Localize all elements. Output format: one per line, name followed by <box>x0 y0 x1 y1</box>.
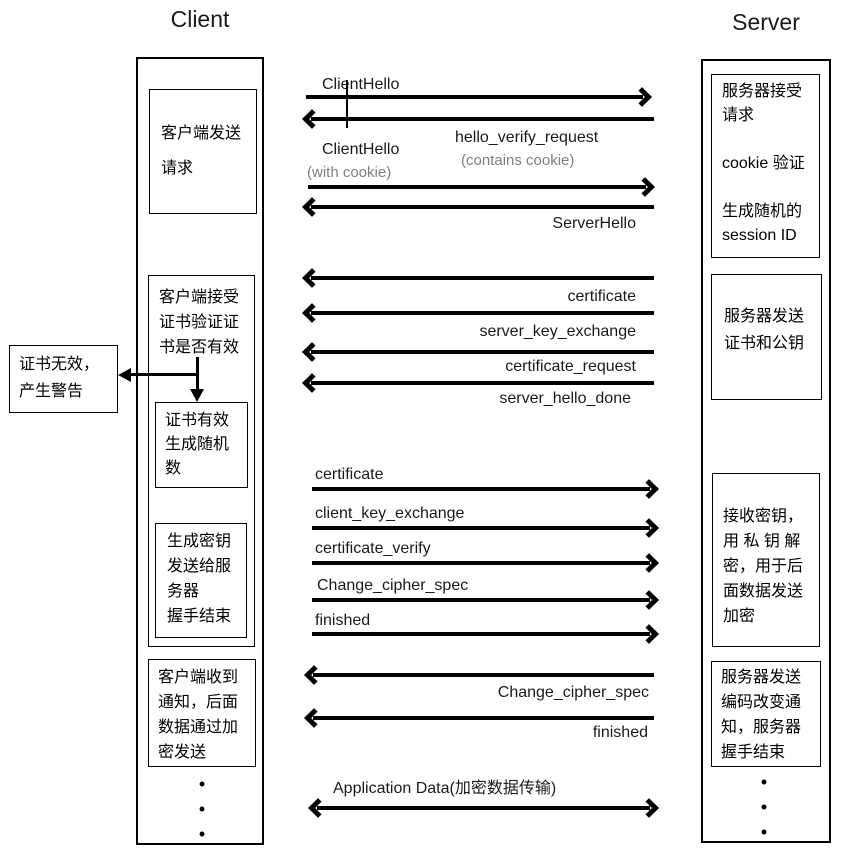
server-ellipsis-dots: • • • <box>760 772 768 842</box>
hello-verify-request-label: hello_verify_request <box>455 129 599 146</box>
contains-cookie-label: (contains cookie) <box>461 152 575 169</box>
server-hello-done-arrow <box>302 373 654 393</box>
finished-client-label: finished <box>315 612 371 629</box>
application-data-arrow <box>308 798 659 818</box>
hello-verify-request-arrow <box>302 109 654 129</box>
finished-client-arrow <box>312 624 659 644</box>
certificate-client-label: certificate <box>315 466 384 483</box>
server-recv-key-box: 接收密钥， 用 私 钥 解 密，用于后 面数据发送 加密 <box>712 473 820 647</box>
certificate-client-arrow <box>312 479 659 499</box>
server-key-exchange-label: server_key_exchange <box>479 323 636 340</box>
server-hello-done-label: server_hello_done <box>499 390 631 407</box>
server-key-exchange-arrow <box>302 303 654 323</box>
change-cipher-spec-client-arrow <box>312 590 659 610</box>
branch-down-arrowhead-icon <box>190 389 204 402</box>
server-hello-arrow <box>302 197 654 217</box>
server-accept-box: 服务器接受 请求 cookie 验证 生成随机的 session ID <box>711 74 820 258</box>
certificate-server-label: certificate <box>567 288 636 305</box>
left-arrowhead-icon <box>302 109 322 129</box>
certificate-verify-label: certificate_verify <box>315 540 431 557</box>
right-arrowhead-icon <box>639 798 659 818</box>
right-arrowhead-icon <box>639 624 659 644</box>
certificate-server-arrow <box>302 268 654 288</box>
right-arrowhead-icon <box>639 553 659 573</box>
with-cookie-label: (with cookie) <box>307 164 392 181</box>
client-hello-cookie-label: ClientHello <box>322 141 400 158</box>
finished-server-label: finished <box>592 724 648 741</box>
client-send-request-box: 客户端发送 请求 <box>149 89 257 214</box>
server-actor-title: Server <box>732 9 800 35</box>
left-arrowhead-icon <box>308 798 328 818</box>
right-arrowhead-icon <box>639 518 659 538</box>
client-hello-arrow <box>306 87 652 107</box>
finished-server-arrow <box>304 708 654 728</box>
client-hello-cookie-arrow <box>308 177 655 197</box>
left-arrowhead-icon <box>302 197 322 217</box>
left-arrowhead-icon <box>304 665 324 685</box>
left-arrowhead-icon <box>302 268 322 288</box>
application-data-label: Application Data(加密数据传输) <box>333 780 557 797</box>
server-change-notice-box: 服务器发送 编码改变通 知，服务器 握手结束 <box>711 661 821 767</box>
client-gen-key-box: 生成密钥 发送给服 务器 握手结束 <box>155 523 247 638</box>
certificate-verify-arrow <box>312 553 659 573</box>
change-cipher-spec-server-label: Change_cipher_spec <box>497 684 649 701</box>
right-arrowhead-icon <box>632 87 652 107</box>
left-arrowhead-icon <box>302 303 322 323</box>
certificate-request-arrow <box>302 342 654 362</box>
client-key-exchange-arrow <box>312 518 659 538</box>
branch-left-arrowhead-icon <box>118 368 131 382</box>
client-cert-valid-box: 证书有效 生成随机 数 <box>155 402 248 488</box>
branch-horizontal-line <box>129 373 198 376</box>
right-arrowhead-icon <box>639 479 659 499</box>
client-actor-title: Client <box>170 6 230 32</box>
server-send-cert-box: 服务器发送 证书和公钥 <box>711 274 822 400</box>
change-cipher-spec-client-label: Change_cipher_spec <box>317 577 469 594</box>
client-key-exchange-label: client_key_exchange <box>315 505 465 522</box>
client-notified-box: 客户端收到 通知，后面 数据通过加 密发送 <box>148 659 256 767</box>
client-ellipsis-dots: • • • <box>198 774 206 844</box>
right-arrowhead-icon <box>635 177 655 197</box>
retransmit-tick-mark <box>346 80 348 128</box>
right-arrowhead-icon <box>639 590 659 610</box>
cert-invalid-warning-box: 证书无效， 产生警告 <box>9 345 118 413</box>
server-hello-label: ServerHello <box>552 215 636 232</box>
change-cipher-spec-server-arrow <box>304 665 654 685</box>
certificate-request-label: certificate_request <box>505 358 636 375</box>
client-hello-label: ClientHello <box>322 76 400 93</box>
